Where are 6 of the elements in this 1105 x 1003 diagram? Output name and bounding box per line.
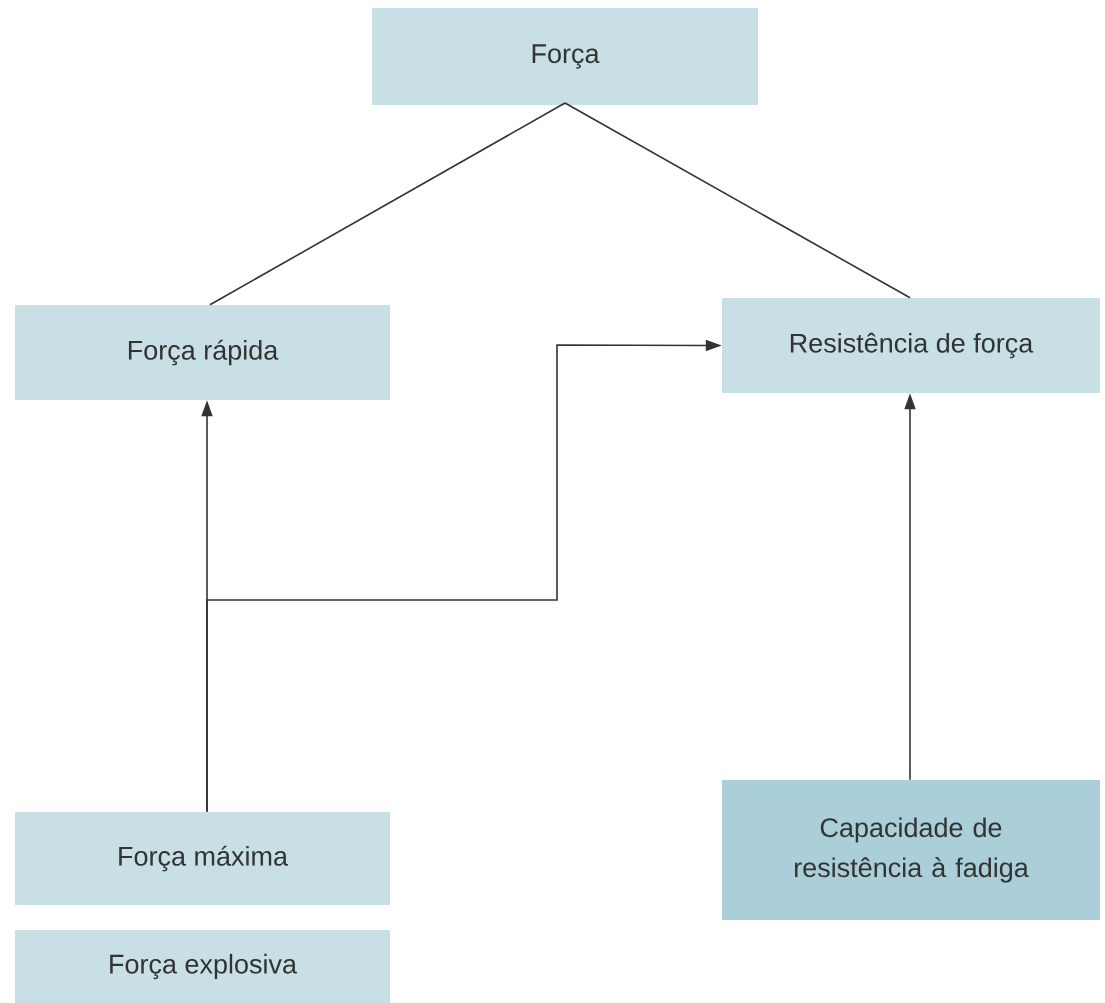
text-box: Força — [372, 8, 758, 105]
text-box: Força rápida — [15, 305, 390, 400]
text-box: Capacidade de resistência à fadiga — [722, 780, 1100, 920]
text-box: Força máxima — [15, 812, 390, 905]
text-box: Resistência de força — [722, 298, 1100, 393]
text-box: Força explosiva — [15, 930, 390, 1003]
